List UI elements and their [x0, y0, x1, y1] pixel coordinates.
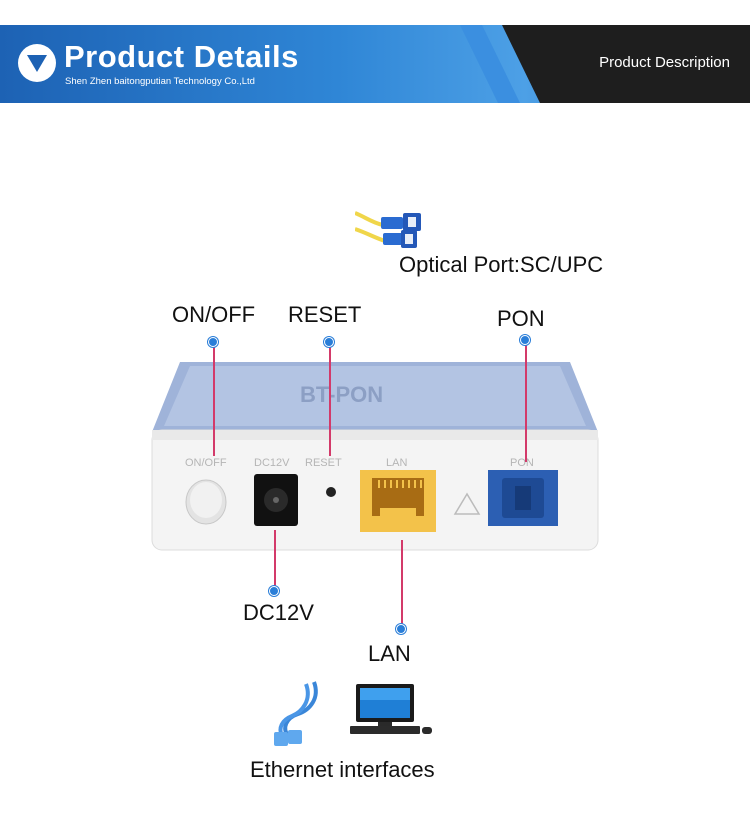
callout-dot-dc12v [269, 586, 279, 596]
pon-label: PON [497, 306, 545, 331]
callout-line-on-off [213, 344, 215, 456]
chevron-down-icon [18, 44, 56, 82]
on-off-label: ON/OFF [172, 302, 256, 327]
callout-dot-pon [520, 335, 530, 345]
port-label-dc12v: DC12V [254, 457, 290, 469]
page-title: Product Details [64, 39, 299, 74]
callout-dot-lan [396, 624, 406, 634]
section-heading: Product Description [599, 54, 730, 71]
computer-icon [350, 684, 432, 734]
company-name: Shen Zhen baitongputian Technology Co.,L… [65, 76, 255, 87]
lan-label: LAN [368, 641, 411, 666]
port-label-pon: PON [510, 457, 534, 469]
port-label-reset: RESET [305, 457, 342, 469]
dc12v-label: DC12V [243, 600, 314, 625]
reset-label: RESET [288, 302, 362, 327]
port-label-lan: LAN [386, 457, 407, 469]
fiber-connector-icon [355, 211, 421, 248]
callout-line-lan [401, 540, 403, 626]
device-logo: BT-PON [300, 382, 383, 407]
callout-line-pon [525, 342, 527, 462]
callout-line-reset [329, 344, 331, 456]
onu-device: BT-PON ON/OFF DC12V RESET LAN PON [151, 362, 599, 551]
laser-warning-icon [453, 492, 481, 515]
callout-dot-reset [324, 337, 334, 347]
callout-dot-on-off [208, 337, 218, 347]
banner-dark-panel [502, 25, 750, 103]
ethernet-cable-icon [274, 681, 318, 746]
reset-hole [326, 487, 336, 497]
optical-port-label: Optical Port:SC/UPC [399, 252, 604, 277]
header-banner: Product Details Shen Zhen baitongputian … [0, 25, 750, 103]
ethernet-interfaces-label: Ethernet interfaces [250, 757, 435, 782]
callout-line-dc12v [274, 530, 276, 588]
port-label-on-off: ON/OFF [185, 457, 227, 469]
